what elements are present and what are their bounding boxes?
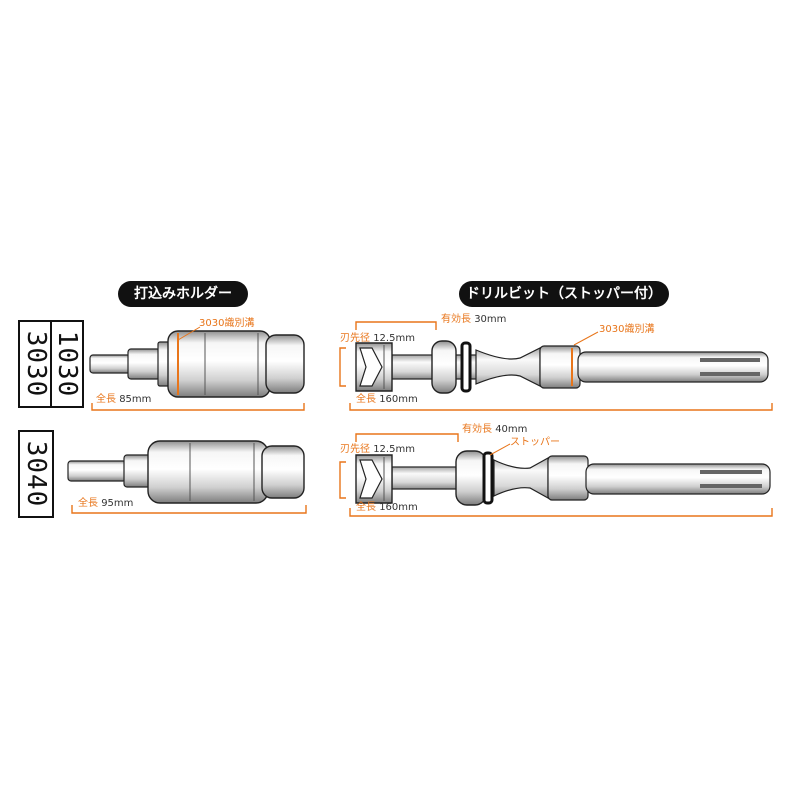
holder-top-length-key: 全長: [96, 394, 116, 405]
bit-top-effective: 有効長 30mm: [441, 314, 506, 326]
holder-top-marker-label: 3030識別溝: [199, 318, 255, 329]
bit-top-marker-label: 3030識別溝: [599, 324, 655, 335]
bit-header: ドリルビット（ストッパー付）: [459, 281, 669, 307]
bit-bottom-diameter: 刃先径 12.5mm: [340, 444, 415, 456]
code-box-1030: 1030: [50, 320, 84, 408]
holder-top-length: 全長 85mm: [96, 394, 151, 406]
bit-bottom-stopper-label: ストッパー: [510, 437, 560, 448]
bit-bottom: [339, 433, 773, 517]
bit-bottom-diameter-value: 12.5mm: [373, 444, 415, 455]
bit-bottom-effective: 有効長 40mm: [462, 424, 527, 436]
bit-bottom-length: 全長 160mm: [356, 502, 418, 514]
bit-bottom-effective-value: 40mm: [495, 424, 528, 435]
bit-bottom-length-value: 160mm: [379, 502, 418, 513]
holder-top-length-value: 85mm: [119, 394, 152, 405]
bit-top-length: 全長 160mm: [356, 394, 418, 406]
holder-bottom-length-key: 全長: [78, 498, 98, 509]
holder-top: [89, 326, 305, 411]
bit-top-diameter: 刃先径 12.5mm: [340, 333, 415, 345]
bit-top-effective-value: 30mm: [474, 314, 507, 325]
holder-bottom-length: 全長 95mm: [78, 498, 133, 510]
bit-top-effective-key: 有効長: [441, 314, 471, 325]
bit-top-diameter-value: 12.5mm: [373, 333, 415, 344]
bit-top-length-key: 全長: [356, 394, 376, 405]
bit-bottom-effective-key: 有効長: [462, 424, 492, 435]
holder-bottom-length-value: 95mm: [101, 498, 134, 509]
bit-top-length-value: 160mm: [379, 394, 418, 405]
bit-top-diameter-key: 刃先径: [340, 333, 370, 344]
holder-header: 打込みホルダー: [118, 281, 248, 307]
code-box-3040: 3040: [18, 430, 54, 518]
holder-bottom: [67, 440, 307, 514]
bit-top: [339, 321, 773, 411]
bit-bottom-length-key: 全長: [356, 502, 376, 513]
bit-bottom-diameter-key: 刃先径: [340, 444, 370, 455]
